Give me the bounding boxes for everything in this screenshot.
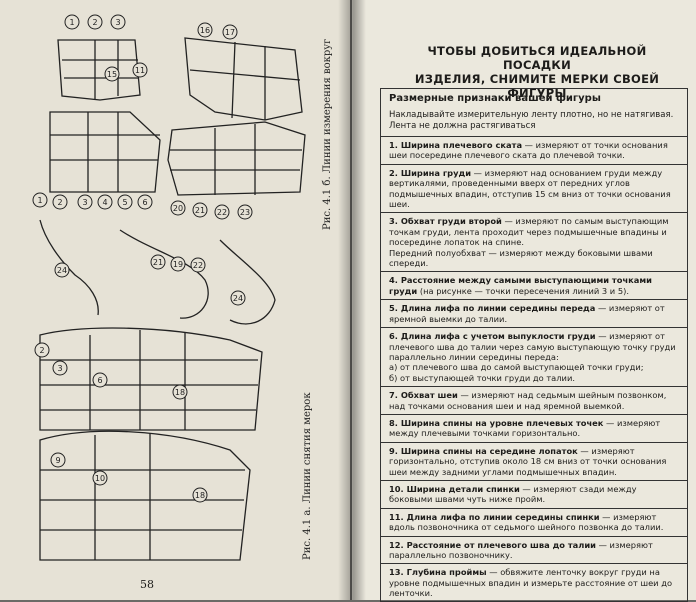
book-gutter (338, 0, 366, 600)
table-row: 1. Ширина плечевого ската — измеряют от … (381, 137, 687, 165)
figure-caption-top: Рис. 4.1 б. Линии измерения вокруг (322, 38, 333, 230)
svg-text:5: 5 (122, 198, 127, 207)
svg-text:2: 2 (92, 18, 97, 27)
table-row: 5. Длина лифа по линии середины переда —… (381, 300, 687, 329)
row-term: 6. Длина лифа с учетом выпуклости груди (389, 331, 596, 342)
svg-text:21: 21 (195, 206, 205, 215)
row-text: — измеряют параллельно позвоночнику. (389, 539, 653, 560)
svg-text:23: 23 (240, 208, 250, 217)
svg-text:3: 3 (82, 198, 87, 207)
row-text: — измеряют горизонтально, отступив около… (389, 445, 667, 477)
table-row: 6. Длина лифа с учетом выпуклости груди … (381, 328, 687, 388)
row-text: — обвяжите ленточку вокруг груди на уров… (389, 567, 673, 599)
table-header: Размерные признаки вашей фигуры Накладыв… (381, 89, 687, 137)
svg-text:10: 10 (95, 474, 105, 483)
page-number: 58 (140, 578, 154, 591)
svg-text:24: 24 (57, 266, 67, 275)
row-term: 3. Обхват груди второй (389, 216, 502, 227)
svg-text:17: 17 (225, 28, 235, 37)
svg-text:18: 18 (195, 491, 205, 500)
figure-caption-bottom: Рис. 4.1 а. Линии снятия мерок (302, 392, 313, 560)
page-title: ЧТОБЫ ДОБИТЬСЯ ИДЕАЛЬНОЙ ПОСАДКИ ИЗДЕЛИЯ… (392, 44, 682, 100)
row-text: — измеряют от плечевого шва до талии чер… (389, 331, 676, 383)
row-text: — измеряют по самым выступающим точкам г… (389, 216, 669, 269)
row-text: — измеряют от яремной выемки до талии. (389, 303, 665, 324)
row-term: 5. Длина лифа по линии середины переда (389, 303, 596, 314)
svg-text:18: 18 (175, 388, 185, 397)
table-row: 12. Расстояние от плечевого шва до талии… (381, 537, 687, 565)
svg-text:19: 19 (173, 260, 183, 269)
row-text: — измеряют над основанием груди между ве… (389, 167, 671, 210)
row-text: — измеряют от точки основания шеи посере… (389, 140, 668, 161)
table-intro: Накладывайте измерительную ленту плотно,… (389, 110, 674, 131)
table-row: 3. Обхват груди второй — измеряют по сам… (381, 213, 687, 273)
svg-text:11: 11 (135, 66, 145, 75)
row-term: 1. Ширина плечевого ската (389, 140, 523, 150)
row-text: (на рисунке — точки пересечения линий 3 … (417, 285, 629, 296)
row-term: 7. Обхват шеи (389, 390, 458, 401)
table-row: 2. Ширина груди — измеряют над основание… (381, 165, 687, 214)
row-term: 9. Ширина спины на середине лопаток (389, 445, 578, 456)
measurements-table: Размерные признаки вашей фигуры Накладыв… (380, 88, 688, 602)
row-text: — измеряют сзади между боковыми швами чу… (389, 483, 637, 505)
svg-text:2: 2 (39, 346, 44, 355)
row-term: 2. Ширина груди (389, 167, 472, 178)
title-line-2: ИЗДЕЛИЯ, СНИМИТЕ МЕРКИ СВОЕЙ ФИГУРЫ (414, 72, 660, 100)
row-text: — измеряют между плечевыми точками гориз… (389, 417, 661, 439)
row-term: 8. Ширина спины на уровне плечевых точек (389, 417, 604, 428)
svg-text:24: 24 (233, 294, 243, 303)
svg-text:1: 1 (37, 196, 42, 205)
table-heading: Размерные признаки вашей фигуры (389, 93, 601, 104)
svg-text:1: 1 (69, 18, 74, 27)
table-row: 10. Ширина детали спинки — измеряют сзад… (381, 481, 687, 509)
svg-text:3: 3 (115, 18, 120, 27)
svg-text:22: 22 (193, 261, 203, 270)
svg-text:6: 6 (142, 198, 147, 207)
table-row: 9. Ширина спины на середине лопаток — из… (381, 443, 687, 481)
svg-text:2: 2 (57, 198, 62, 207)
svg-text:3: 3 (57, 364, 62, 373)
svg-text:15: 15 (107, 70, 117, 79)
table-row: 7. Обхват шеи — измеряют над седьмым шей… (381, 387, 687, 415)
table-row: 11. Длина лифа по линии середины спинки … (381, 509, 687, 537)
svg-text:21: 21 (153, 258, 163, 267)
svg-text:4: 4 (102, 198, 107, 207)
table-row: 4. Расстояние между самыми выступающими … (381, 272, 687, 301)
svg-text:22: 22 (217, 208, 227, 217)
row-text: — измеряют над седьмым шейным позвонком,… (389, 390, 667, 411)
svg-text:16: 16 (200, 26, 210, 35)
row-term: 13. Глубина проймы (389, 567, 487, 578)
svg-text:20: 20 (173, 204, 183, 213)
row-term: 4. Расстояние между самыми выступающими … (389, 275, 652, 296)
table-row: 8. Ширина спины на уровне плечевых точек… (381, 415, 687, 443)
title-line-1: ЧТОБЫ ДОБИТЬСЯ ИДЕАЛЬНОЙ ПОСАДКИ (427, 44, 647, 72)
row-term: 12. Расстояние от плечевого шва до талии (389, 539, 596, 550)
row-text: — измеряют вдоль позвоночника от седьмог… (389, 511, 664, 533)
row-term: 10. Ширина детали спинки (389, 483, 520, 494)
row-term: 11. Длина лифа по линии середины спинки (389, 511, 600, 522)
svg-text:9: 9 (55, 456, 60, 465)
svg-text:6: 6 (97, 376, 102, 385)
table-row: 13. Глубина проймы — обвяжите ленточку в… (381, 564, 687, 601)
